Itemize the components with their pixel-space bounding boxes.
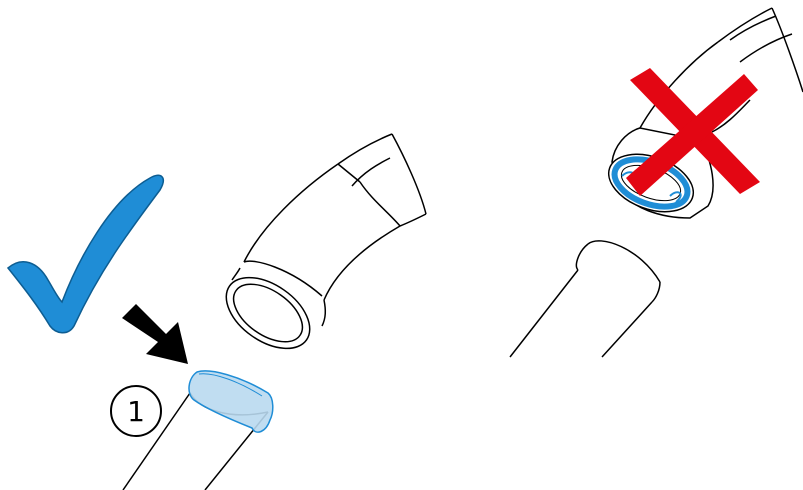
cross-icon bbox=[626, 68, 760, 196]
wrong-method-panel bbox=[509, 7, 803, 358]
straight-pipe-plain bbox=[509, 240, 661, 358]
checkmark-icon bbox=[6, 174, 164, 334]
glue-band bbox=[188, 370, 274, 433]
elbow-fitting-clean bbox=[225, 133, 427, 350]
step-number-badge: 1 bbox=[110, 385, 162, 437]
arrow-down-right-icon bbox=[122, 304, 188, 364]
step-number-label: 1 bbox=[127, 395, 145, 428]
correct-method-panel: 1 bbox=[6, 133, 427, 490]
